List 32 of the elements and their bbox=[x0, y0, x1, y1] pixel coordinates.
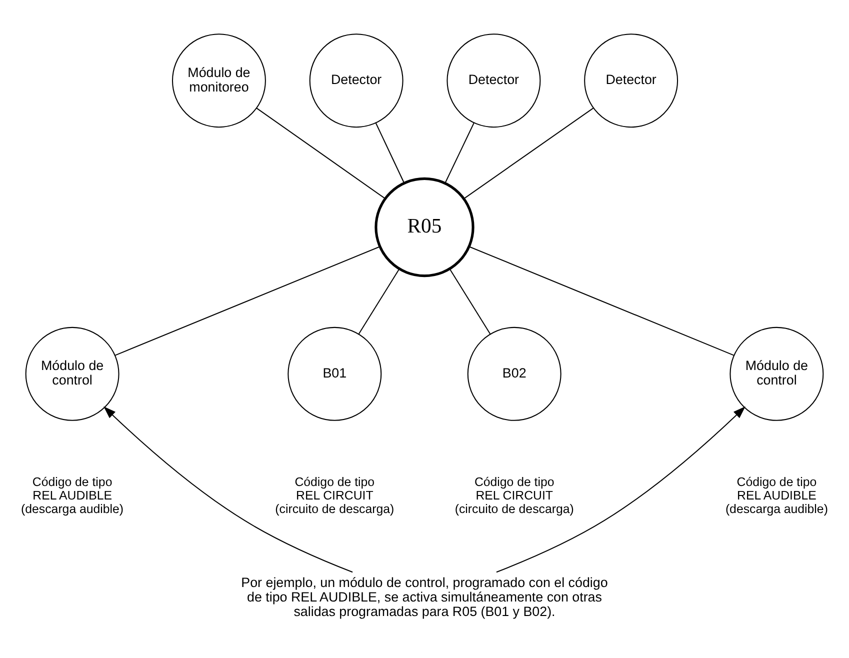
connector bbox=[444, 122, 474, 184]
connector bbox=[449, 268, 491, 334]
node-label: Código de tipo bbox=[294, 475, 375, 490]
connector bbox=[256, 108, 386, 199]
node-circle: Módulo de control bbox=[730, 326, 824, 421]
connector bbox=[375, 122, 404, 183]
node-circle: R05 bbox=[374, 177, 474, 278]
node-circle: B01 bbox=[288, 326, 382, 421]
node-circle: Módulo de control bbox=[25, 326, 120, 421]
node-label: REL CIRCUIT bbox=[476, 488, 553, 503]
node-label: (descarga audible) bbox=[21, 502, 124, 516]
node-label: (circuito de descarga) bbox=[275, 502, 394, 516]
connector bbox=[114, 246, 380, 356]
connector bbox=[358, 268, 400, 334]
node-label: (descarga audible) bbox=[725, 502, 828, 516]
node-circle: Módulo de monitoreo bbox=[172, 34, 266, 128]
node-label: Código de tipo bbox=[474, 475, 554, 490]
node-label: Código de tipo bbox=[736, 475, 817, 490]
arrow bbox=[496, 406, 746, 573]
node-label: (circuito de descarga) bbox=[454, 502, 574, 516]
node-label: Código de tipo bbox=[32, 475, 112, 490]
node-label: REL AUDIBLE bbox=[32, 488, 112, 503]
node-label: REL CIRCUIT bbox=[296, 488, 374, 503]
connector bbox=[468, 246, 734, 356]
node-circle: Detector bbox=[446, 34, 541, 128]
node-circle: Detector bbox=[309, 34, 404, 128]
node-circle: Detector bbox=[584, 34, 678, 128]
connector bbox=[464, 108, 594, 200]
node-circle: B02 bbox=[467, 326, 562, 421]
node-text: Por ejemplo, un módulo de control, programado con el código de tipo REL AUDIBLE, se activa simultáneamente con otras salidas programadas para R05 (B01 y B02). bbox=[241, 575, 608, 620]
arrow bbox=[104, 406, 353, 573]
node-label: REL AUDIBLE bbox=[737, 488, 816, 503]
